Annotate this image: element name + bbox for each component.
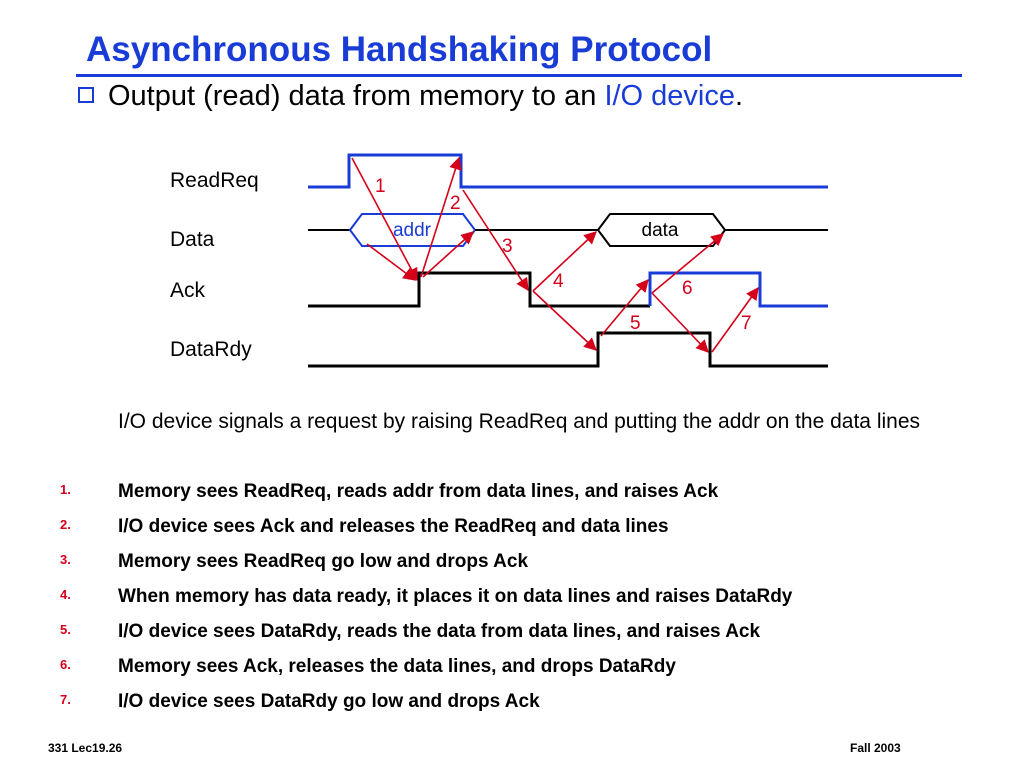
arrow-ack-to-data-release bbox=[651, 233, 724, 294]
step-number-6: 6 bbox=[682, 278, 693, 299]
arrow-ack-to-readreq bbox=[420, 156, 462, 278]
arrow-datardy-to-ack-low bbox=[711, 286, 759, 353]
step-item-text: Memory sees ReadReq go low and drops Ack bbox=[118, 551, 529, 572]
intro-bullet: Output (read) data from memory to an I/O… bbox=[78, 80, 743, 113]
step-item-text: I/O device sees DataRdy go low and drops… bbox=[118, 691, 540, 712]
ack-waveform-io bbox=[648, 271, 828, 308]
signal-label-ack: Ack bbox=[170, 279, 206, 302]
step-item-number: 5. bbox=[60, 622, 71, 637]
step-item-text: Memory sees ReadReq, reads addr from dat… bbox=[118, 481, 719, 502]
data-label: data bbox=[642, 220, 679, 241]
description-text: I/O device signals a request by raising … bbox=[118, 410, 921, 433]
step-item-number: 3. bbox=[60, 552, 71, 567]
arrow-readreq-to-ack bbox=[351, 157, 418, 282]
step-number-2: 2 bbox=[450, 193, 461, 214]
step-item-number: 1. bbox=[60, 482, 71, 497]
step-number-5: 5 bbox=[630, 313, 641, 334]
footer-date: Fall 2003 bbox=[850, 741, 901, 755]
arrow-ack-to-datardy bbox=[532, 290, 597, 351]
step-number-7: 7 bbox=[741, 313, 752, 334]
signal-label-datardy: DataRdy bbox=[170, 338, 252, 361]
step-item-number: 2. bbox=[60, 517, 71, 532]
addr-label: addr bbox=[393, 220, 432, 241]
bullet-square-icon bbox=[78, 87, 94, 103]
intro-bullet-highlight: I/O device bbox=[604, 80, 735, 112]
step-item-number: 6. bbox=[60, 657, 71, 672]
title-underline bbox=[76, 74, 962, 77]
step-number-3: 3 bbox=[502, 236, 513, 257]
arrow-ack-to-data bbox=[532, 231, 597, 292]
step-item-text: I/O device sees Ack and releases the Rea… bbox=[118, 516, 669, 537]
step-number-4: 4 bbox=[553, 271, 564, 292]
arrow-datardy-to-ack bbox=[600, 279, 649, 337]
step-item-number: 7. bbox=[60, 692, 71, 707]
arrow-ack-to-addr bbox=[422, 231, 474, 278]
step-item-text: I/O device sees DataRdy, reads the data … bbox=[118, 621, 761, 642]
step-number-1: 1 bbox=[375, 176, 386, 197]
signal-label-data: Data bbox=[170, 228, 215, 251]
arrow-addr-to-ack bbox=[366, 243, 417, 281]
handshake-arrows bbox=[351, 156, 759, 353]
timing-diagram: ReadReq Data Ack DataRdy addr data 1 2 3… bbox=[170, 153, 828, 368]
step-item-text: When memory has data ready, it places it… bbox=[118, 586, 793, 607]
step-item-text: Memory sees Ack, releases the data lines… bbox=[118, 656, 676, 677]
step-item-number: 4. bbox=[60, 587, 71, 602]
intro-bullet-suffix: . bbox=[735, 80, 744, 112]
arrow-ack-to-datardy-low bbox=[651, 292, 709, 353]
datardy-waveform bbox=[308, 331, 828, 368]
slide-title: Asynchronous Handshaking Protocol bbox=[86, 30, 713, 69]
signal-label-readreq: ReadReq bbox=[170, 169, 259, 192]
arrow-readreq-low-to-ack bbox=[462, 189, 529, 292]
intro-bullet-text: Output (read) data from memory to an bbox=[108, 80, 605, 112]
footer-slide-number: 331 Lec19.26 bbox=[48, 741, 123, 755]
data-bus bbox=[308, 213, 828, 247]
ack-waveform-memory bbox=[308, 271, 650, 308]
readreq-waveform bbox=[308, 153, 828, 189]
